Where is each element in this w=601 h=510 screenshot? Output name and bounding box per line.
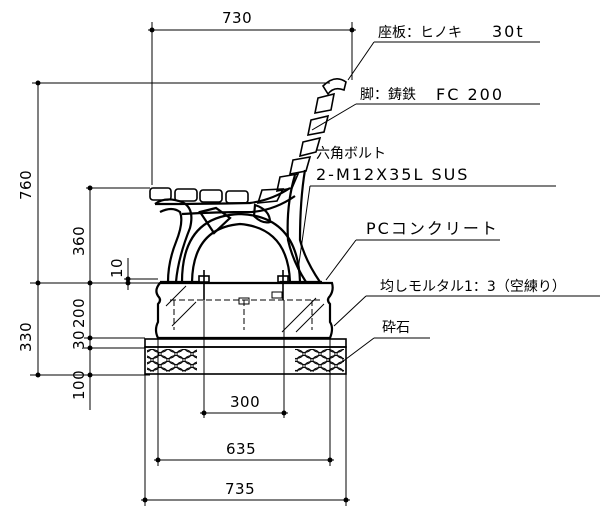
horizontal-dimension-lines <box>141 22 356 506</box>
leg-spec: FC 200 <box>436 85 504 104</box>
gravel-label: 砕石 <box>382 320 410 336</box>
dim-mid-width: 635 <box>226 440 256 458</box>
dim-top-width: 730 <box>222 9 252 27</box>
bolt-type: 六角ボルト <box>316 146 386 162</box>
mortar-label: 均しモルタル1：3（空練り） <box>380 279 566 295</box>
leader-lines <box>297 41 600 363</box>
leg-material: 脚：鋳鉄 <box>360 86 416 103</box>
dim-bottom-width: 735 <box>225 480 255 498</box>
leg-label: 脚：鋳鉄 FC 200 <box>360 85 504 104</box>
dim-inner-width: 300 <box>230 393 260 411</box>
horizontal-dimension-dots <box>142 27 355 503</box>
bolt-spec: 2-M12X35L SUS <box>316 165 469 184</box>
dim-foundation-height: 330 <box>17 322 35 352</box>
dim-seat-offset: 10 <box>108 258 126 278</box>
seat-board-material: 座板：ヒノキ <box>378 25 462 41</box>
dim-seat-height: 360 <box>70 226 88 256</box>
pc-concrete-base <box>154 281 334 340</box>
left-dimension-lines <box>30 82 330 410</box>
dim-mortar-height: 30 <box>70 330 88 350</box>
dim-concrete-height: 200 <box>70 298 88 328</box>
concrete-label: PCコンクリート <box>366 219 499 238</box>
mortar-layer <box>144 338 347 348</box>
dim-total-height: 760 <box>17 170 35 200</box>
seat-board-thickness: 30t <box>492 22 525 41</box>
cast-iron-leg <box>154 169 322 284</box>
dim-gravel-height: 100 <box>70 370 88 400</box>
left-dimension-dots <box>35 80 131 378</box>
seat-board-label: 座板：ヒノキ 30t <box>378 22 525 41</box>
gravel-layer <box>144 346 347 375</box>
anchor-bolts <box>198 270 289 300</box>
